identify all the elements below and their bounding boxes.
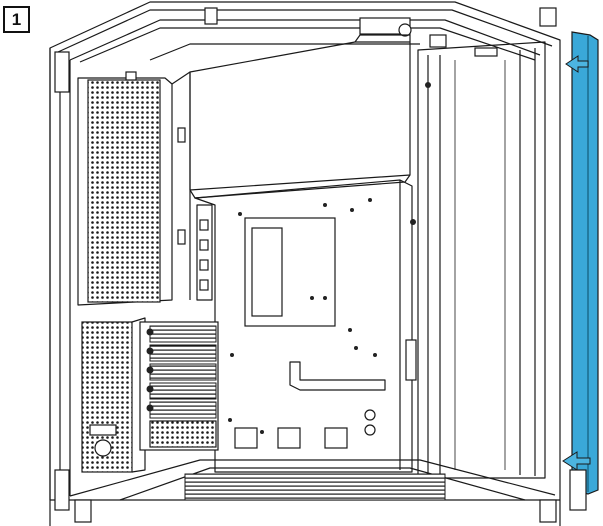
step-number-badge: 1 bbox=[3, 6, 30, 33]
arrow-left-icon bbox=[562, 451, 591, 471]
motherboard-tray bbox=[194, 179, 413, 473]
highlighted-side-panel bbox=[571, 31, 599, 495]
step-number: 1 bbox=[11, 9, 22, 29]
expansion-slots bbox=[139, 321, 219, 451]
arrow-left-icon bbox=[565, 55, 589, 73]
left-mesh-panel-lower bbox=[81, 317, 146, 473]
cable-management-bar bbox=[196, 204, 417, 381]
front-panel-rail bbox=[410, 41, 546, 479]
bottom-section bbox=[49, 459, 587, 526]
psu-shroud bbox=[189, 34, 411, 199]
left-mesh-panel-upper bbox=[77, 71, 191, 306]
